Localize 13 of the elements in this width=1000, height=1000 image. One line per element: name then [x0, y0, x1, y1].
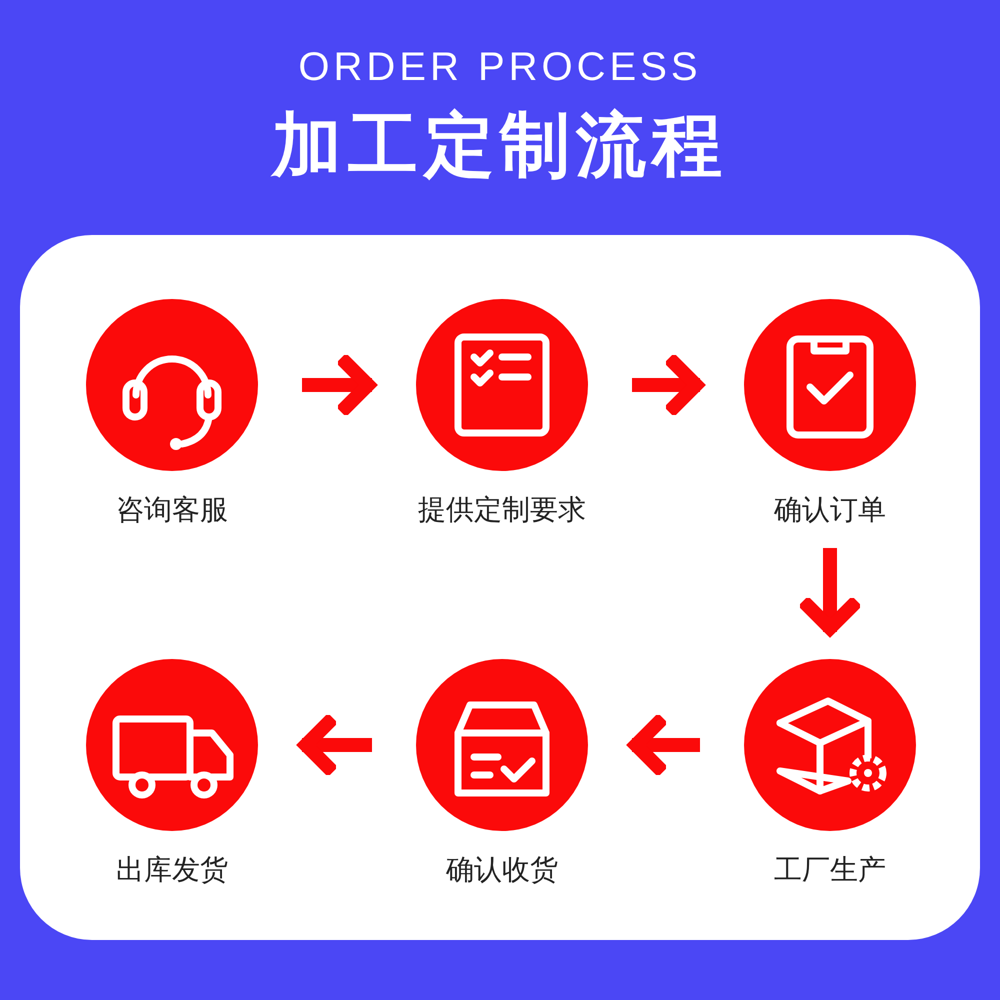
step-label: 确认收货 [445, 853, 559, 887]
step-label: 提供定制要求 [417, 493, 587, 527]
arrow [302, 356, 375, 414]
arrow [801, 548, 859, 635]
step-label: 工厂生产 [773, 853, 887, 887]
step-label: 咨询客服 [115, 493, 229, 527]
step-label: 确认订单 [773, 493, 887, 527]
arrow [629, 716, 700, 774]
arrow [299, 716, 372, 774]
step-label: 出库发货 [115, 853, 229, 887]
subtitle: ORDER PROCESS [297, 44, 703, 91]
title: 加工定制流程 [270, 103, 729, 188]
arrow [632, 356, 703, 414]
